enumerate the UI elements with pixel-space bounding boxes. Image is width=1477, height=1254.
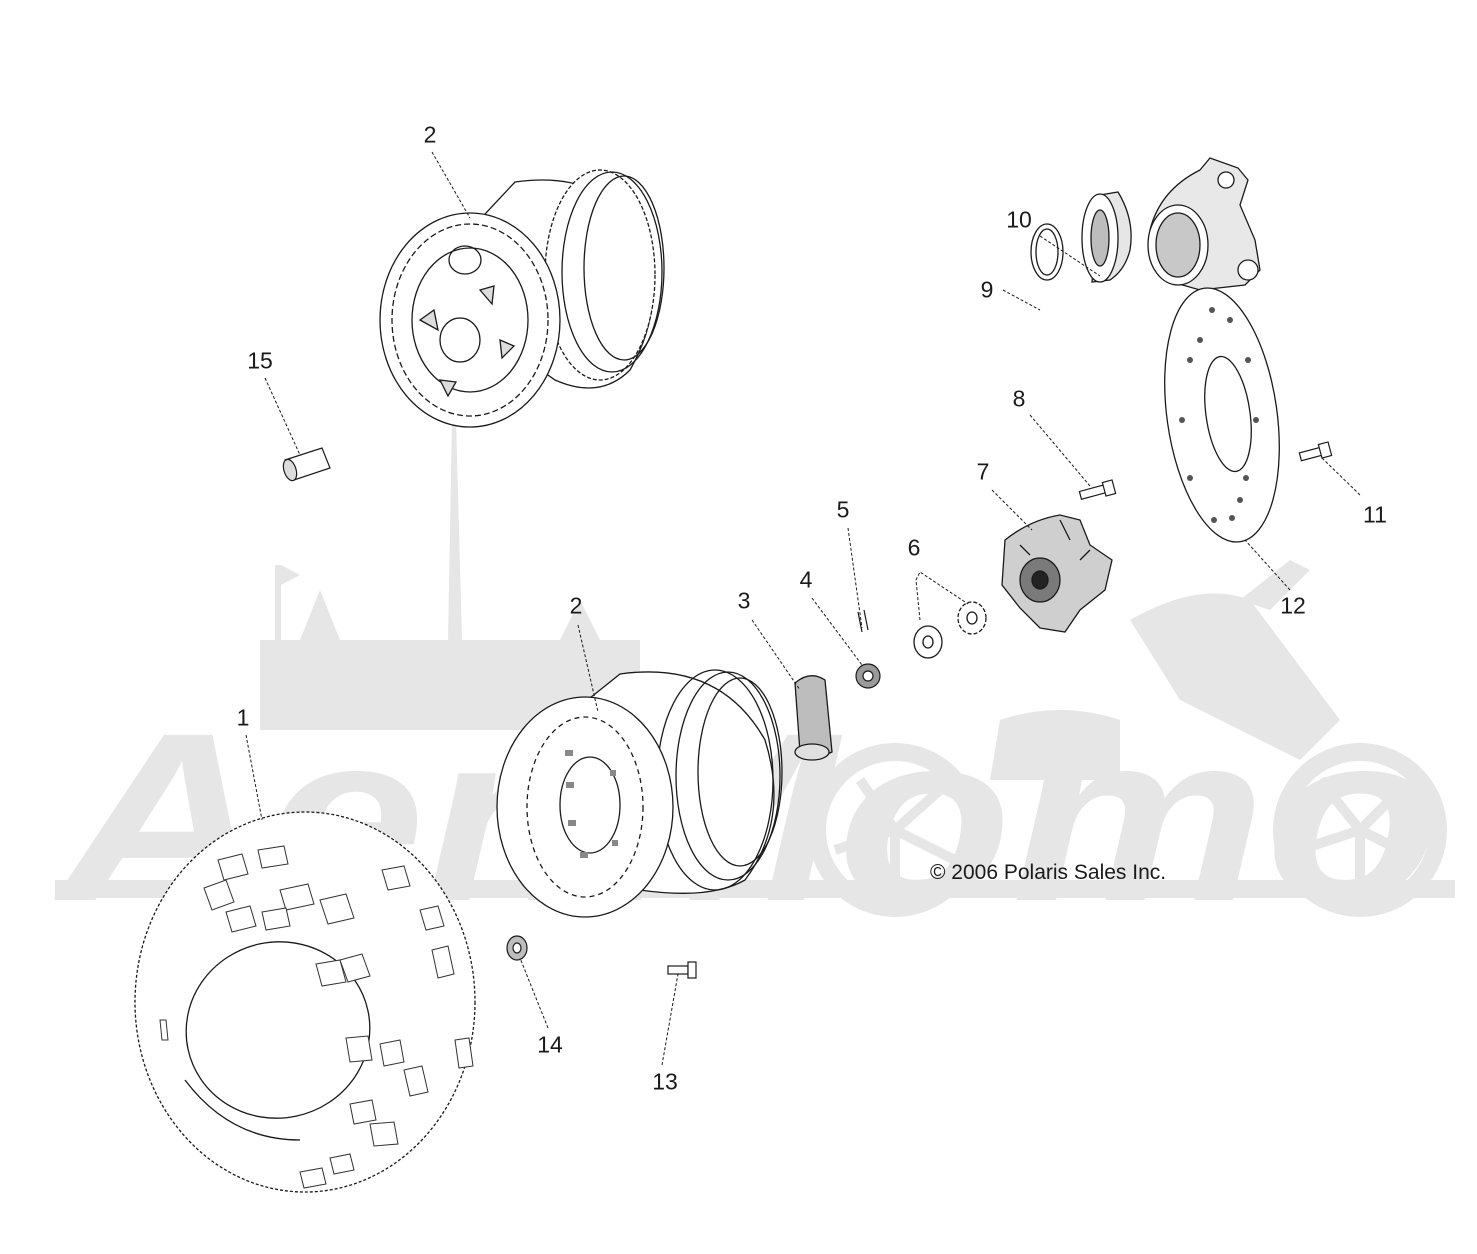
hub-bolt-part <box>1078 479 1117 500</box>
callout-15: 15 <box>247 347 273 374</box>
callout-7: 7 <box>976 458 990 485</box>
callout-1: 1 <box>236 704 250 731</box>
callout-3: 3 <box>737 587 751 614</box>
castle-nut-part <box>855 663 881 689</box>
leader-lines <box>245 151 1361 1066</box>
cotter-pin-part <box>857 609 869 633</box>
rotor-bolt-part <box>1298 441 1333 462</box>
callout-2-upper: 2 <box>423 121 437 148</box>
upper-wheel-part <box>379 169 665 428</box>
center-cap-part <box>794 675 833 761</box>
callout-8: 8 <box>1012 385 1026 412</box>
stud-part <box>282 447 331 482</box>
callout-14: 14 <box>537 1031 563 1058</box>
copyright-notice: © 2006 Polaris Sales Inc. <box>930 861 1167 884</box>
callout-11: 11 <box>1363 501 1387 528</box>
callout-4: 4 <box>799 566 813 593</box>
tire-tread-blocks <box>159 845 474 1189</box>
lower-wheel-part <box>496 669 783 918</box>
snap-ring-part <box>1030 223 1064 281</box>
valve-stem-part <box>667 961 697 979</box>
knuckle-part <box>1147 157 1261 291</box>
tire-part <box>134 811 476 1193</box>
washers-part <box>913 601 987 659</box>
callout-6: 6 <box>907 534 921 561</box>
callout-10: 10 <box>1006 206 1032 233</box>
brake-disc-part <box>1164 287 1280 543</box>
callout-13: 13 <box>652 1068 678 1095</box>
bearing-part <box>1081 191 1132 283</box>
watermark-motorcycle <box>808 560 1447 917</box>
callout-5: 5 <box>836 496 850 523</box>
hub-part <box>1001 514 1113 633</box>
callout-2-lower: 2 <box>569 592 583 619</box>
lug-nut-part <box>506 935 528 961</box>
callout-12: 12 <box>1280 592 1306 619</box>
callout-9: 9 <box>980 276 994 303</box>
